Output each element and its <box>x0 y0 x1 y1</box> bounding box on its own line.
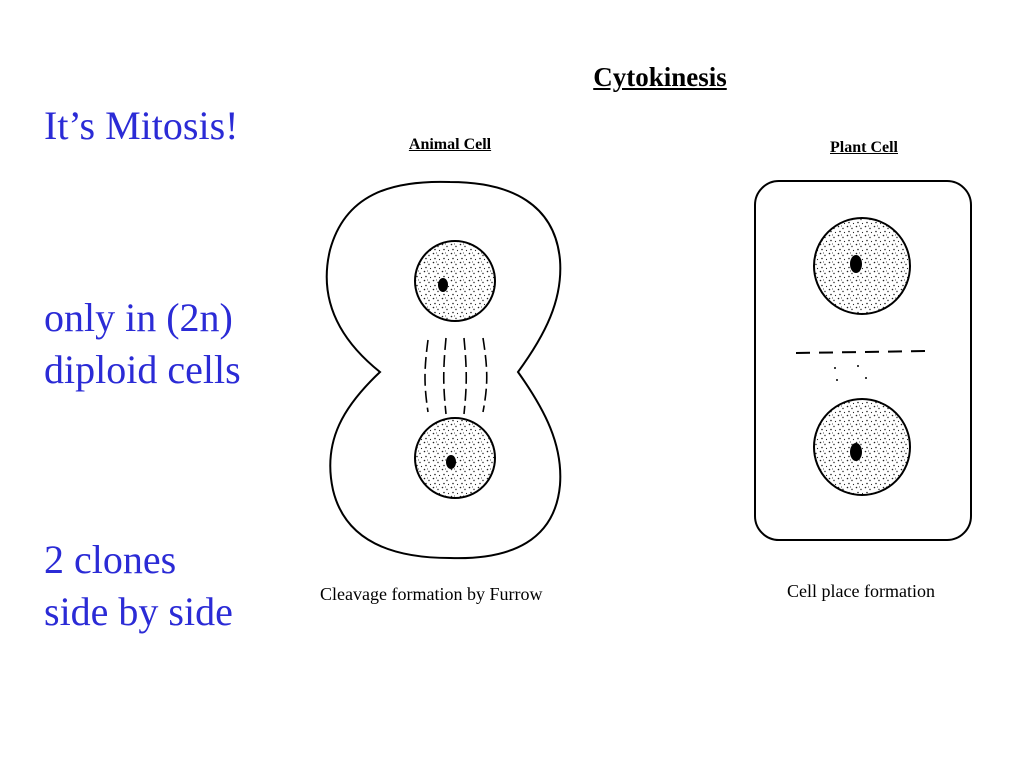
animal-nucleus-top <box>414 240 496 322</box>
animal-cell-title: Animal Cell <box>408 136 492 153</box>
nucleolus <box>438 278 448 292</box>
nucleolus <box>850 443 862 461</box>
bullet-diploid: only in (2n) diploid cells <box>44 292 241 396</box>
plant-nucleus-top <box>813 217 911 315</box>
bullet-line: 2 clones <box>44 537 177 582</box>
nucleolus <box>850 255 862 273</box>
bullet-clones: 2 clones side by side <box>44 534 233 638</box>
nucleolus <box>446 455 456 469</box>
plant-cell-caption: Cell place formation <box>787 581 935 601</box>
diagram-title: Cytokinesis <box>593 62 727 92</box>
animal-cell-caption: Cleavage formation by Furrow <box>320 584 543 604</box>
plant-cell-title: Plant Cell <box>830 139 898 156</box>
animal-nucleus-bottom <box>414 417 496 499</box>
plant-nucleus-bottom <box>813 398 911 496</box>
spindle-fibers <box>424 337 488 415</box>
animal-cell-membrane <box>325 180 562 560</box>
bullet-mitosis: It’s Mitosis! <box>44 100 238 152</box>
cell-plate <box>795 350 929 354</box>
bullet-line: diploid cells <box>44 347 241 392</box>
bullet-line: side by side <box>44 589 233 634</box>
plant-cell-wall <box>754 180 972 541</box>
bullet-line: It’s Mitosis! <box>44 103 239 148</box>
vesicle-dots <box>834 365 867 381</box>
bullet-line: only in (2n) <box>44 295 233 340</box>
